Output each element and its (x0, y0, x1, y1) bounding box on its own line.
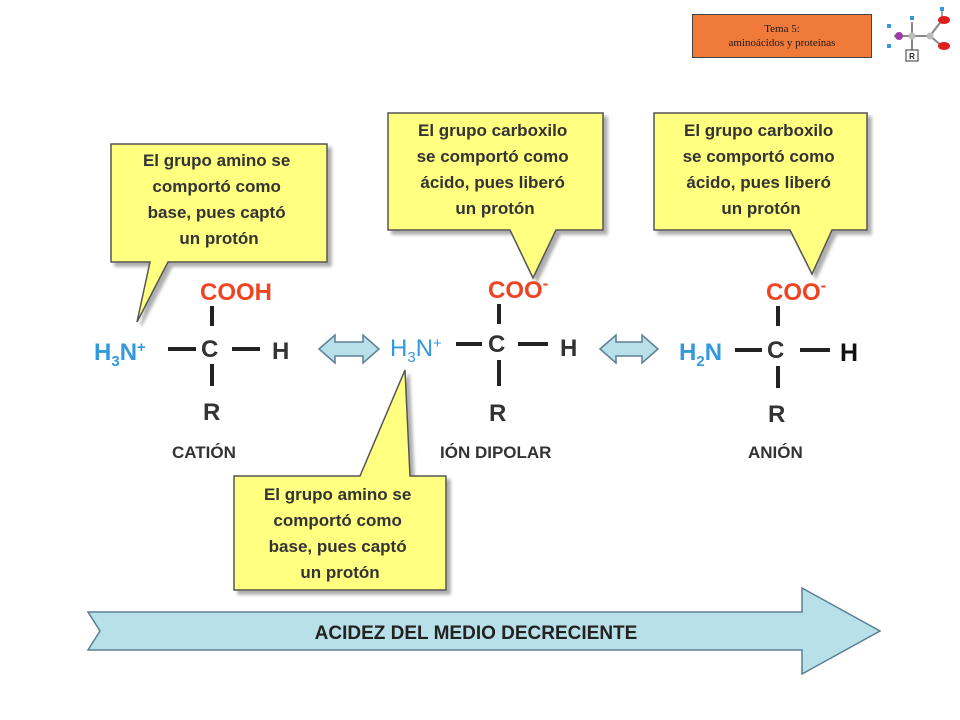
cation-hydrogen: H (272, 338, 289, 365)
cation-carbon: C (201, 336, 218, 363)
callout-4-line-3: base, pues captó (269, 537, 407, 556)
callout-bubble-1 (110, 143, 328, 323)
anion-carboxyl-text: COO (766, 279, 821, 306)
zwitterion-r-group: R (489, 400, 506, 427)
zwitterion-label: IÓN DIPOLAR (440, 443, 551, 462)
callout-bubble-3 (653, 112, 868, 276)
topic-subtitle: aminoácidos y proteínas (728, 37, 836, 49)
callout-1-line-4: un protón (179, 229, 258, 248)
acidity-arrow (86, 586, 882, 676)
callout-2-line-1: El grupo carboxilo (418, 121, 567, 140)
cation-r-group: R (203, 399, 220, 426)
cation-carboxyl-group: COOH (200, 279, 272, 306)
cation-label: CATIÓN (172, 443, 236, 462)
zwitterion-carboxyl-group: COO- (488, 274, 548, 304)
callout-1-line-1: El grupo amino se (143, 151, 290, 170)
cation-amino-charge: + (137, 339, 146, 356)
logo-r-label: R (909, 52, 915, 61)
anion-amino-group: H2N (679, 339, 722, 370)
acidity-arrow-label: ACIDEZ DEL MEDIO DECRECIENTE (315, 623, 638, 644)
cation-amino-group: H3N+ (94, 339, 146, 370)
zwitterion-hydrogen: H (560, 335, 577, 362)
amino-acid-molecule-icon: R (887, 7, 950, 62)
callout-1-line-3: base, pues captó (148, 203, 286, 222)
callout-2-line-2: se comportó como (417, 147, 569, 166)
anion-amino-sub: 2 (696, 353, 704, 370)
callout-3-line-4: un protón (721, 199, 800, 218)
cation-amino-sub: 3 (111, 353, 119, 370)
zwitterion-amino-h: H (390, 335, 407, 362)
zwitterion-carbon: C (488, 331, 505, 358)
topic-title: Tema 5: (764, 23, 800, 35)
cation-amino-n: N (120, 339, 137, 366)
anion-amino-n: N (705, 339, 722, 366)
zwitterion-carboxyl-charge: - (543, 274, 549, 293)
anion-carboxyl-group: COO- (766, 276, 826, 306)
callout-text-4: El grupo amino se comportó como base, pu… (264, 485, 416, 582)
callout-3-line-2: se comportó como (683, 147, 835, 166)
callout-1-line-2: comportó como (152, 177, 280, 196)
equilibrium-arrow-1 (317, 333, 381, 365)
callout-text-2: El grupo carboxilo se comportó como ácid… (417, 121, 574, 218)
anion-hydrogen: H (840, 339, 858, 367)
anion-r-group: R (768, 401, 785, 428)
zwitterion-carboxyl-text: COO (488, 277, 543, 304)
anion-amino-h: H (679, 339, 696, 366)
callout-4-line-1: El grupo amino se (264, 485, 411, 504)
topic-badge: Tema 5: aminoácidos y proteínas (692, 14, 872, 58)
callout-2-line-4: un protón (455, 199, 534, 218)
anion-carbon: C (767, 337, 784, 364)
callout-4-line-4: un protón (300, 563, 379, 582)
callout-bubble-4 (233, 369, 447, 591)
cation-structure: COOH H3N+ C H R CATIÓN (94, 279, 289, 462)
zwitterion-amino-group: H3N+ (390, 335, 442, 366)
callout-text-3: El grupo carboxilo se comportó como ácid… (683, 121, 840, 218)
zwitterion-amino-sub: 3 (407, 349, 415, 366)
anion-label: ANIÓN (748, 443, 803, 462)
equilibrium-arrow-2 (598, 333, 660, 365)
callout-bubble-2 (387, 112, 604, 280)
anion-structure: COO- H2N C H R ANIÓN (679, 276, 858, 462)
zwitterion-amino-charge: + (433, 335, 442, 352)
callout-3-line-1: El grupo carboxilo (684, 121, 833, 140)
callout-2-line-3: ácido, pues liberó (420, 173, 565, 192)
callout-text-1: El grupo amino se comportó como base, pu… (143, 151, 295, 248)
zwitterion-structure: COO- H3N+ C H R IÓN DIPOLAR (390, 274, 577, 462)
callout-4-line-2: comportó como (273, 511, 401, 530)
callout-3-line-3: ácido, pues liberó (686, 173, 831, 192)
cation-amino-h: H (94, 339, 111, 366)
zwitterion-amino-n: N (416, 335, 433, 362)
anion-carboxyl-charge: - (821, 276, 827, 295)
